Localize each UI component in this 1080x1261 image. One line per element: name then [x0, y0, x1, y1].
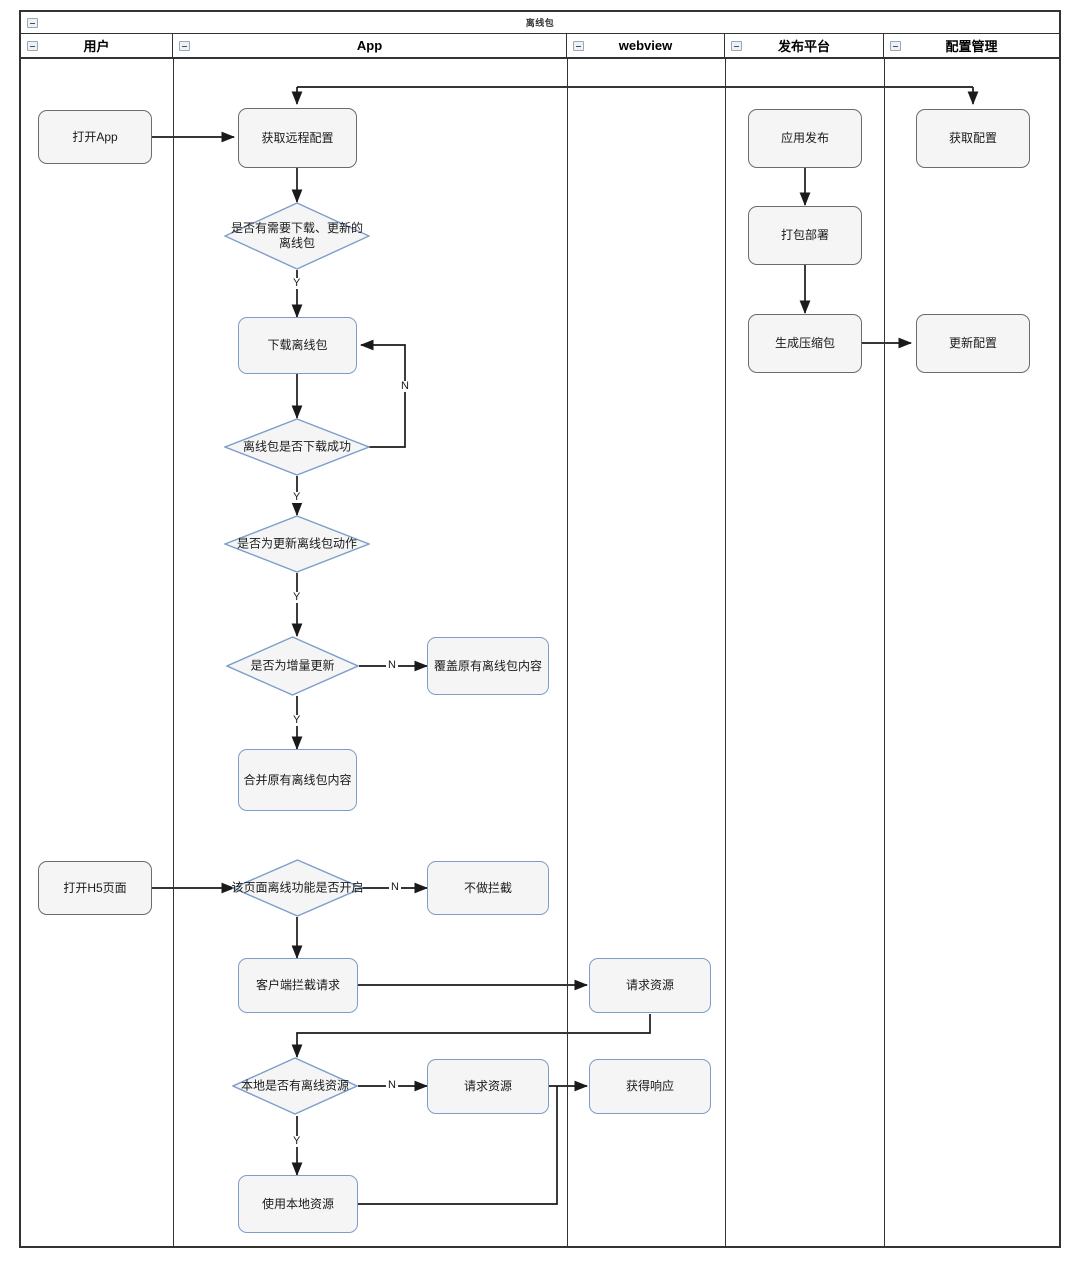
- node-need-download-decision[interactable]: 是否有需要下载、更新的 离线包: [224, 202, 370, 270]
- node-open-app[interactable]: 打开App: [38, 110, 152, 164]
- edge-label-has-local-no: N: [386, 1079, 398, 1091]
- node-client-intercept-request[interactable]: 客户端拦截请求: [238, 958, 358, 1013]
- lane-divider-2: [567, 59, 568, 1248]
- lane-header-publish: 发布平台: [725, 34, 884, 59]
- node-overwrite-package[interactable]: 覆盖原有离线包内容: [427, 637, 549, 695]
- pool-title-bar: 离线包: [21, 12, 1059, 34]
- lane-label-app: App: [356, 38, 383, 53]
- lane-collapse-icon-user[interactable]: [27, 41, 38, 51]
- lane-divider-4: [884, 59, 885, 1248]
- lane-collapse-icon-publish[interactable]: [731, 41, 742, 51]
- node-generate-zip[interactable]: 生成压缩包: [748, 314, 862, 373]
- pool-title-text: 离线包: [525, 18, 555, 28]
- edge-label-need-download-yes: Y: [291, 277, 303, 289]
- node-app-release[interactable]: 应用发布: [748, 109, 862, 168]
- node-is-incremental-decision[interactable]: 是否为增量更新: [226, 636, 359, 696]
- diamond-shape: [232, 1057, 358, 1115]
- edge-label-incremental-yes: Y: [291, 714, 303, 726]
- node-request-resource-webview[interactable]: 请求资源: [589, 958, 711, 1013]
- node-page-offline-enabled-decision[interactable]: 该页面离线功能是否开启: [231, 859, 364, 917]
- lane-label-webview: webview: [618, 38, 673, 53]
- lane-header-app: App: [173, 34, 567, 59]
- diamond-shape: [224, 418, 370, 476]
- pool-collapse-icon[interactable]: [27, 18, 38, 28]
- lane-header-config: 配置管理: [884, 34, 1059, 59]
- diamond-shape: [224, 202, 370, 270]
- edge-label-download-success-yes: Y: [291, 491, 303, 503]
- node-update-config[interactable]: 更新配置: [916, 314, 1030, 373]
- lane-label-user: 用户: [83, 39, 110, 54]
- node-fetch-config[interactable]: 获取配置: [916, 109, 1030, 168]
- edge-label-incremental-no: N: [386, 659, 398, 671]
- node-request-resource-app[interactable]: 请求资源: [427, 1059, 549, 1114]
- node-download-package[interactable]: 下载离线包: [238, 317, 357, 374]
- node-fetch-remote-config[interactable]: 获取远程配置: [238, 108, 357, 168]
- edge-label-has-local-yes: Y: [291, 1135, 303, 1147]
- lane-collapse-icon-app[interactable]: [179, 41, 190, 51]
- lane-label-config: 配置管理: [945, 39, 998, 54]
- edge-label-download-retry-no: N: [399, 380, 411, 392]
- lane-header-webview: webview: [567, 34, 725, 59]
- node-is-update-action-decision[interactable]: 是否为更新离线包动作: [224, 515, 370, 573]
- node-has-local-resource-decision[interactable]: 本地是否有离线资源: [232, 1057, 358, 1115]
- edge-label-is-update-yes: Y: [291, 591, 303, 603]
- lane-collapse-icon-config[interactable]: [890, 41, 901, 51]
- lane-divider-3: [725, 59, 726, 1248]
- node-download-success-decision[interactable]: 离线包是否下载成功: [224, 418, 370, 476]
- lane-label-publish: 发布平台: [777, 39, 830, 54]
- node-merge-package[interactable]: 合并原有离线包内容: [238, 749, 357, 811]
- node-pack-deploy[interactable]: 打包部署: [748, 206, 862, 265]
- edge-label-offline-on-no: N: [389, 881, 401, 893]
- node-open-h5-page[interactable]: 打开H5页面: [38, 861, 152, 915]
- lane-collapse-icon-webview[interactable]: [573, 41, 584, 51]
- diamond-shape: [226, 636, 359, 696]
- diamond-shape: [224, 515, 370, 573]
- lane-divider-1: [173, 59, 174, 1248]
- node-get-response[interactable]: 获得响应: [589, 1059, 711, 1114]
- node-use-local-resource[interactable]: 使用本地资源: [238, 1175, 358, 1233]
- node-no-intercept[interactable]: 不做拦截: [427, 861, 549, 915]
- diamond-shape: [232, 859, 363, 917]
- pool-frame: [19, 10, 1061, 1248]
- lane-header-user: 用户: [21, 34, 173, 59]
